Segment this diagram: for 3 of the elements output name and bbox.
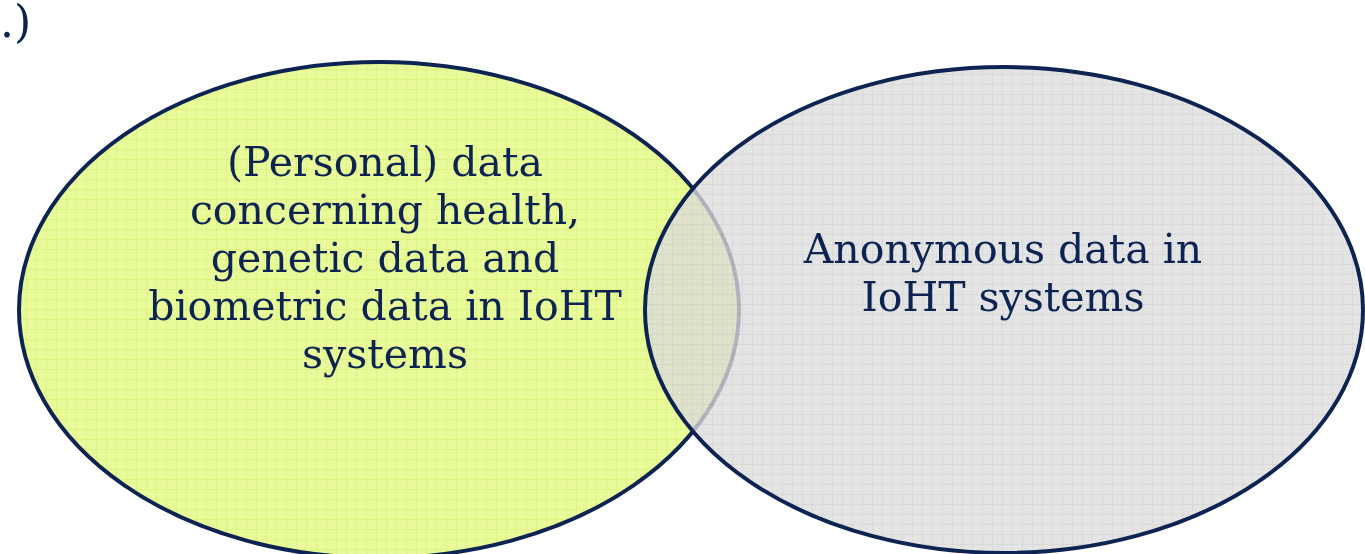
set-label: Anonymous data in IoHT systems (802, 225, 1204, 321)
panel-label: .) (0, 0, 32, 44)
set-label: (Personal) data concerning health, genetic data and biometric data in IoHT systems (147, 138, 623, 378)
